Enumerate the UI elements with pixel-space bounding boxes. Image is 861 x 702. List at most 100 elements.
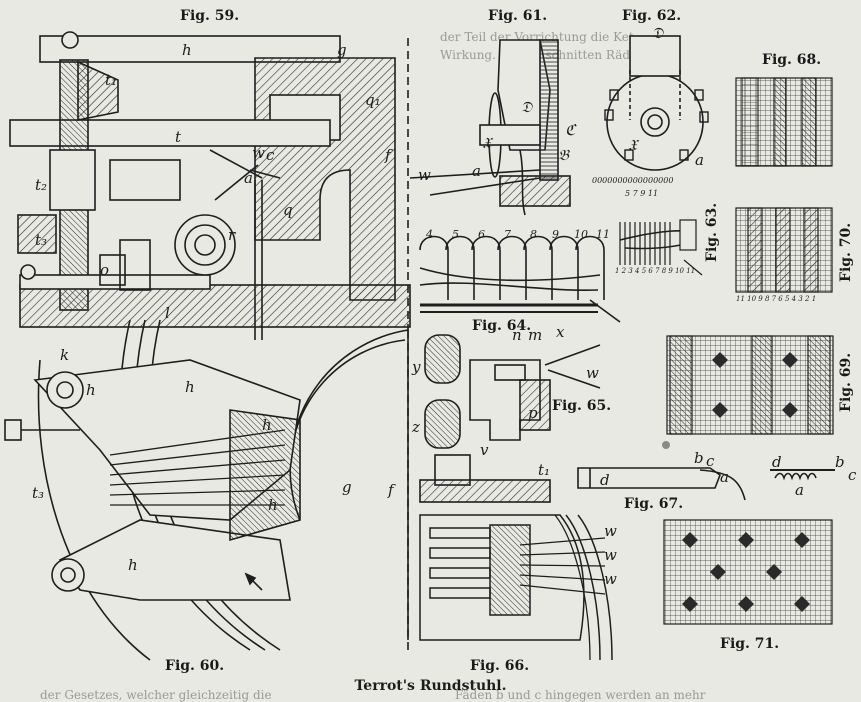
letter-C-61: ℭ — [565, 121, 578, 139]
bleed-text-1: der Teil der Vorrichtung die Ket- — [440, 30, 638, 44]
fig62-scale: 0000000000000000 — [592, 176, 673, 185]
letter-z-65: z — [411, 418, 420, 436]
bleed-text-4: der Gesetzes, welcher gleichzeitig die — [40, 688, 272, 702]
fig62-index: 5 7 9 11 — [625, 189, 658, 198]
letter-w-65: w — [586, 364, 599, 382]
letter-h: h — [182, 41, 192, 59]
letter-a: a — [244, 169, 253, 187]
letter-t3-60: t₃ — [32, 484, 44, 502]
needle-number: 9 — [552, 228, 559, 241]
letter-t2: t₂ — [35, 176, 47, 194]
letter-y-65: y — [411, 358, 421, 376]
fig65-drawing — [419, 334, 601, 503]
letter-h-60e: h — [128, 556, 138, 574]
letter-b-67a: b — [694, 449, 704, 467]
fig68-label: Fig. 68. — [762, 52, 822, 68]
letter-h-60b: h — [185, 378, 195, 396]
letter-r: r — [228, 226, 236, 244]
fig64-drawing — [419, 235, 621, 323]
needle-number: 4 — [425, 228, 433, 241]
fig65-label: Fig. 65. — [552, 398, 612, 414]
letter-l: l — [165, 304, 170, 322]
fig67-drawing — [577, 467, 835, 501]
fig60-drawing — [4, 319, 409, 661]
letter-k: k — [60, 346, 69, 364]
letter-f: f — [384, 146, 393, 164]
needle-number: 8 — [530, 228, 537, 241]
letter-a-67a: a — [720, 468, 729, 486]
fig59-drawing — [9, 31, 411, 340]
fig66-drawing — [419, 514, 613, 661]
fig67-label: Fig. 67. — [624, 496, 684, 512]
letter-w: w — [252, 144, 265, 162]
letter-w-66c: w — [604, 570, 617, 588]
fig63-index: 1 2 3 4 5 6 7 8 9 10 11 — [615, 267, 695, 275]
fig63-label: Fig. 63. — [704, 202, 720, 262]
fig62-label: Fig. 62. — [622, 8, 682, 24]
fig71-drawing — [663, 519, 833, 625]
letter-X-61: 𝔛 — [482, 134, 494, 152]
letter-h-60a: h — [86, 381, 96, 399]
fig63-drawing — [619, 219, 703, 276]
fig70-drawing — [735, 207, 833, 293]
letter-t: t — [175, 128, 182, 146]
needle-number: 6 — [478, 228, 485, 241]
letter-t3: t₃ — [35, 231, 47, 249]
fig69-label: Fig. 69. — [838, 352, 854, 412]
needle-numbers: 4 5 6 7 8 9 10 11 — [425, 228, 610, 241]
bleed-text-3: Fäden b und c hingegen werden an mehr — [455, 688, 706, 702]
letter-v-65: v — [480, 441, 489, 459]
fig70-label: Fig. 70. — [838, 222, 854, 282]
fig69-drawing — [666, 335, 834, 435]
letter-t1: t₁ — [105, 71, 117, 89]
needle-number: 11 — [596, 228, 610, 241]
letter-d-67b: d — [772, 453, 782, 471]
letter-x-65: x — [556, 323, 565, 341]
letter-g-60: g — [342, 478, 352, 496]
letter-f-60: f — [387, 481, 396, 499]
fig68-drawing — [735, 77, 833, 167]
letter-w-61: w — [418, 166, 431, 184]
fig62-drawing — [604, 35, 709, 171]
fig59-label: Fig. 59. — [180, 8, 240, 24]
fig60-label: Fig. 60. — [165, 658, 225, 674]
needle-number: 5 — [452, 228, 459, 241]
letter-c-67b: c — [848, 466, 857, 484]
letter-X-62: 𝔛 — [628, 136, 640, 154]
letter-q1: q₁ — [365, 91, 381, 109]
paper-mark — [662, 441, 670, 449]
fig61-drawing — [409, 39, 571, 216]
letter-h-60d: h — [268, 496, 278, 514]
letter-B-61: 𝔅 — [558, 146, 570, 164]
letter-t1-65: t₁ — [538, 461, 550, 479]
letter-c: c — [266, 146, 275, 164]
letter-D-61: 𝔇 — [521, 98, 533, 116]
letter-p-65: p — [528, 404, 538, 422]
letter-D-62: 𝔇 — [652, 24, 664, 42]
letter-w-66b: w — [604, 546, 617, 564]
letter-m-65: m — [528, 326, 542, 344]
letter-a-62: a — [695, 151, 704, 169]
needle-number: 7 — [504, 228, 511, 241]
letter-o: o — [100, 261, 109, 279]
letter-annotations: h g t₁ t t₂ t₃ q₁ f q w c a r o l k h h … — [32, 24, 857, 588]
fig61-label: Fig. 61. — [488, 8, 548, 24]
fig70-index: 11 10 9 8 7 6 5 4 3 2 1 — [736, 295, 816, 303]
plate-caption: Terrot's Rundstuhl. — [354, 678, 507, 694]
letter-n-65: n — [512, 326, 522, 344]
letter-w-66a: w — [604, 522, 617, 540]
needle-number: 10 — [574, 228, 588, 241]
letter-a-67b: a — [795, 481, 804, 499]
letter-b-67b: b — [835, 453, 845, 471]
letter-d-67a: d — [600, 471, 610, 489]
fig64-label: Fig. 64. — [472, 318, 532, 334]
letter-g: g — [337, 41, 347, 59]
letter-a-61: a — [472, 162, 481, 180]
letter-h-60c: h — [262, 416, 272, 434]
letter-q: q — [283, 201, 293, 219]
letter-c-67a: c — [706, 452, 715, 470]
fig66-label: Fig. 66. — [470, 658, 530, 674]
fig71-label: Fig. 71. — [720, 636, 780, 652]
